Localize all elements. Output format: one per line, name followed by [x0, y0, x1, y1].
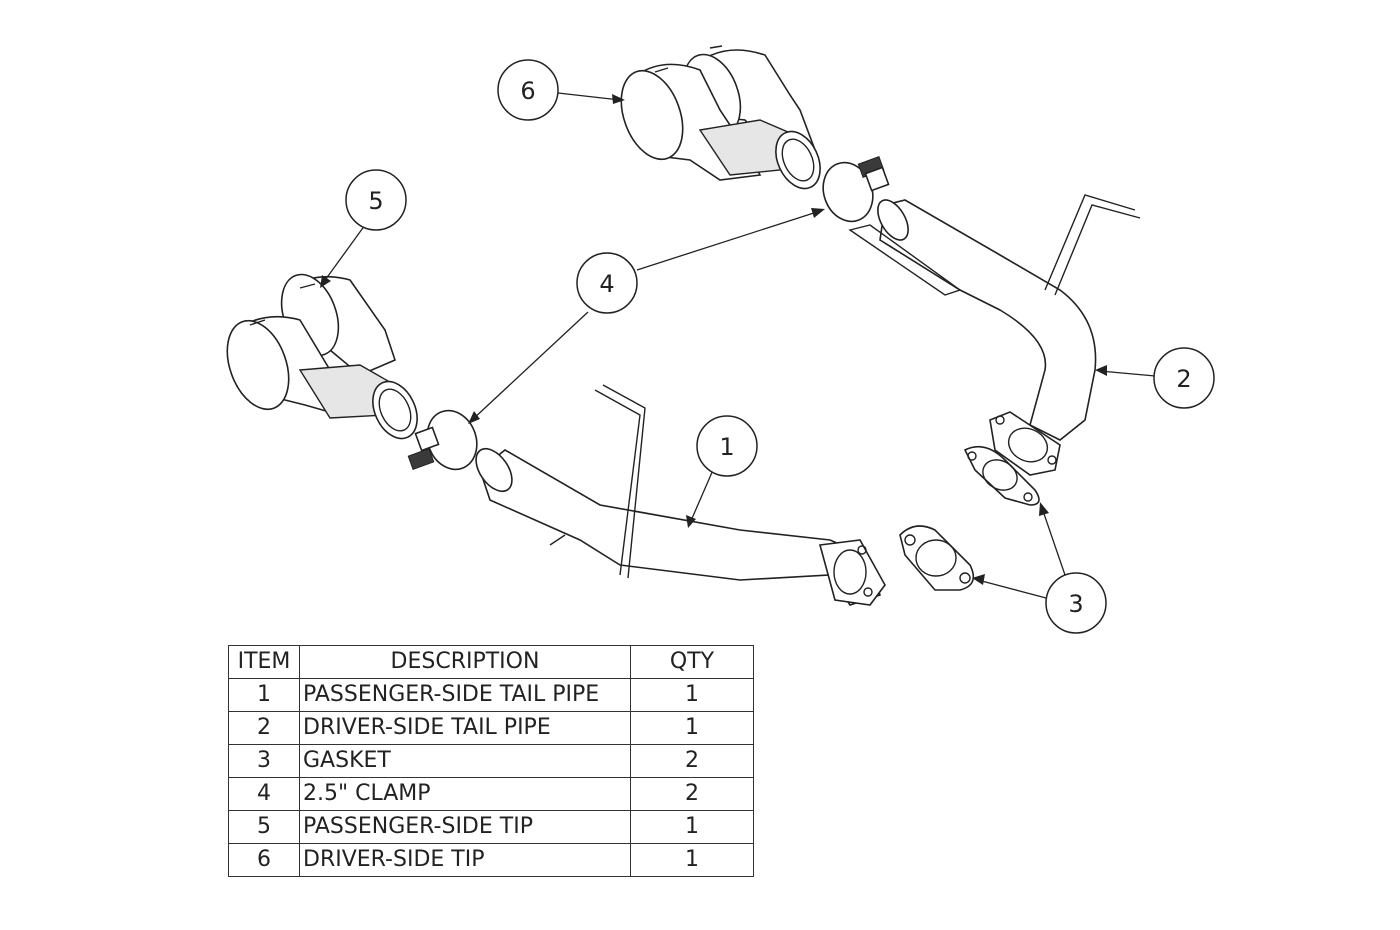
bom-cell-qty: 2	[630, 744, 754, 778]
clamp-part-upper	[822, 156, 890, 223]
bom-header-qty: QTY	[630, 645, 754, 679]
bom-cell-item: 4	[228, 777, 300, 811]
balloon-5-label: 5	[368, 187, 383, 215]
bom-cell-description: GASKET	[299, 744, 631, 778]
bom-row: 3 GASKET 2	[228, 744, 754, 778]
balloon-3-label: 3	[1068, 590, 1083, 618]
bom-cell-description: PASSENGER-SIDE TIP	[299, 810, 631, 844]
bom-cell-qty: 1	[630, 843, 754, 877]
bom-cell-item: 5	[228, 810, 300, 844]
bom-cell-qty: 1	[630, 711, 754, 745]
bom-row: 5 PASSENGER-SIDE TIP 1	[228, 810, 754, 844]
bill-of-materials-table: ITEM DESCRIPTION QTY 1 PASSENGER-SIDE TA…	[228, 645, 754, 877]
bom-header-row: ITEM DESCRIPTION QTY	[228, 645, 754, 679]
bom-row: 6 DRIVER-SIDE TIP 1	[228, 843, 754, 877]
balloon-6: 6	[497, 59, 559, 121]
balloon-4-label: 4	[599, 270, 614, 298]
balloon-2-label: 2	[1176, 365, 1191, 393]
bom-cell-qty: 1	[630, 678, 754, 712]
bom-row: 4 2.5" CLAMP 2	[228, 777, 754, 811]
bom-cell-item: 3	[228, 744, 300, 778]
bom-row: 1 PASSENGER-SIDE TAIL PIPE 1	[228, 678, 754, 712]
driver-side-tip-part	[620, 45, 821, 190]
gasket-part-upper	[963, 445, 1040, 506]
bom-cell-item: 1	[228, 678, 300, 712]
clamp-part-lower	[407, 409, 478, 471]
balloon-4: 4	[576, 252, 638, 314]
balloon-1: 1	[696, 415, 758, 477]
leader-lines	[320, 92, 1156, 599]
balloon-5: 5	[345, 169, 407, 231]
gasket-part-lower	[899, 525, 975, 591]
bom-header-description: DESCRIPTION	[299, 645, 631, 679]
bom-cell-description: DRIVER-SIDE TIP	[299, 843, 631, 877]
balloon-2: 2	[1153, 347, 1215, 409]
passenger-side-tip-part	[226, 273, 418, 440]
bom-row: 2 DRIVER-SIDE TAIL PIPE 1	[228, 711, 754, 745]
bom-cell-description: 2.5" CLAMP	[299, 777, 631, 811]
bom-cell-description: PASSENGER-SIDE TAIL PIPE	[299, 678, 631, 712]
bom-cell-item: 2	[228, 711, 300, 745]
bom-cell-item: 6	[228, 843, 300, 877]
bom-header-item: ITEM	[228, 645, 300, 679]
bom-cell-qty: 1	[630, 810, 754, 844]
driver-side-tail-pipe-part	[848, 194, 1141, 476]
bom-cell-description: DRIVER-SIDE TAIL PIPE	[299, 711, 631, 745]
balloon-3: 3	[1045, 572, 1107, 634]
balloon-1-label: 1	[719, 433, 734, 461]
balloon-6-label: 6	[520, 77, 535, 105]
passenger-side-tail-pipe-part	[475, 384, 886, 606]
bom-cell-qty: 2	[630, 777, 754, 811]
